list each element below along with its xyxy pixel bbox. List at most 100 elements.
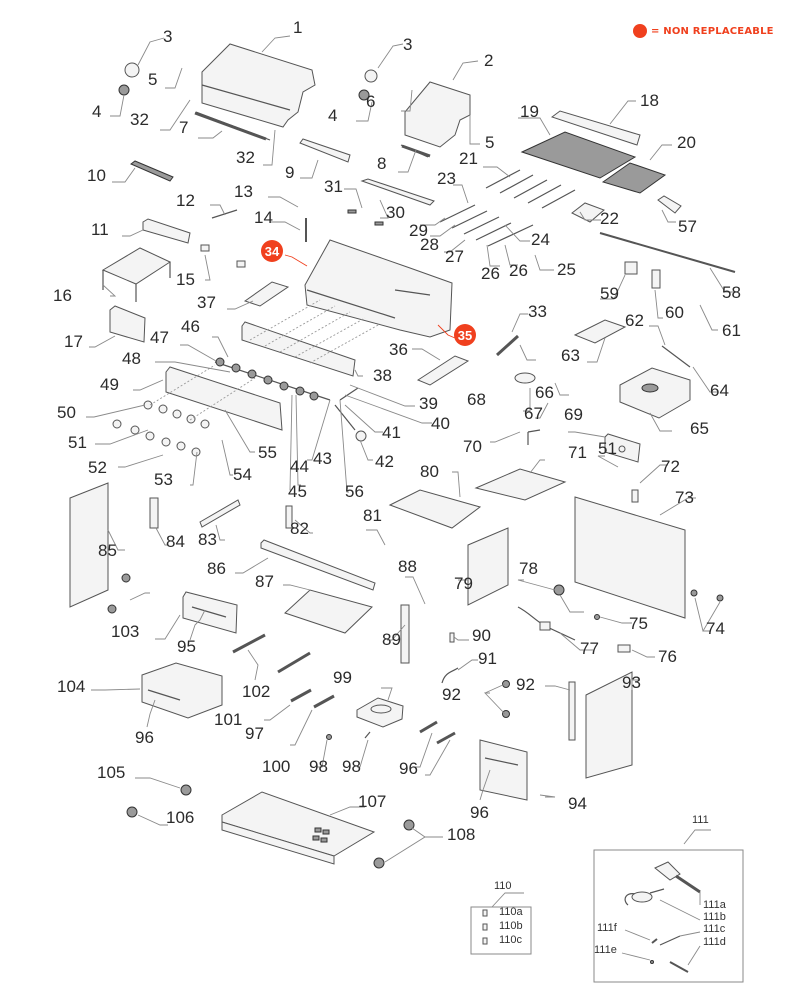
part-bracket-15[interactable] <box>200 244 246 268</box>
callout-103[interactable]: 103 <box>111 622 139 641</box>
part-rod-64[interactable] <box>661 345 691 368</box>
part-clip-31[interactable] <box>347 209 384 226</box>
part-nut-99[interactable] <box>326 734 332 740</box>
callout-72[interactable]: 72 <box>661 457 680 476</box>
callout-68[interactable]: 68 <box>467 390 486 409</box>
callout-13[interactable]: 13 <box>234 182 253 201</box>
part-fasteners-74[interactable] <box>690 589 724 602</box>
callout-38[interactable]: 38 <box>373 366 392 385</box>
part-hood-main[interactable] <box>195 43 316 141</box>
callout-57[interactable]: 57 <box>678 217 697 236</box>
part-back-panel[interactable] <box>574 496 686 619</box>
callout-92[interactable]: 92 <box>516 675 535 694</box>
callout-99[interactable]: 99 <box>333 668 352 687</box>
callout-70[interactable]: 70 <box>463 437 482 456</box>
part-frame-post-93[interactable] <box>568 681 576 741</box>
callout-51[interactable]: 51 <box>598 439 617 458</box>
callout-104[interactable]: 104 <box>57 677 85 696</box>
callout-26[interactable]: 26 <box>481 264 500 283</box>
callout-15[interactable]: 15 <box>176 270 195 289</box>
part-drawer-slides-103[interactable] <box>232 633 311 674</box>
part-slide-102[interactable] <box>290 688 312 703</box>
callout-64[interactable]: 64 <box>710 381 729 400</box>
part-side-burner[interactable] <box>619 367 691 419</box>
callout-105[interactable]: 105 <box>97 763 125 782</box>
callout-31[interactable]: 31 <box>324 177 343 196</box>
callout-8[interactable]: 8 <box>377 154 386 173</box>
part-bracket-57[interactable] <box>657 195 682 214</box>
callout-81[interactable]: 81 <box>363 506 382 525</box>
callout-18[interactable]: 18 <box>640 91 659 110</box>
callout-14[interactable]: 14 <box>254 208 273 227</box>
part-ignition-module[interactable] <box>334 387 367 442</box>
part-screw-75[interactable] <box>594 614 600 620</box>
callout-77[interactable]: 77 <box>580 639 599 658</box>
part-bracket-60[interactable] <box>651 269 661 289</box>
part-cart-side-panel-94[interactable] <box>585 671 633 779</box>
callout-89[interactable]: 89 <box>382 630 401 649</box>
part-tray-71[interactable] <box>474 468 567 501</box>
callout-19[interactable]: 19 <box>520 102 539 121</box>
callout-22[interactable]: 22 <box>600 209 619 228</box>
callout-51[interactable]: 51 <box>68 433 87 452</box>
callout-29[interactable]: 29 <box>409 221 428 240</box>
callout-36[interactable]: 36 <box>389 340 408 359</box>
callout-27[interactable]: 27 <box>445 247 464 266</box>
part-door-95[interactable] <box>479 739 528 801</box>
part-side-trim-17[interactable] <box>109 305 146 343</box>
callout-48[interactable]: 48 <box>122 349 141 368</box>
callout-87[interactable]: 87 <box>255 572 274 591</box>
part-drip-tray-36[interactable] <box>416 355 470 386</box>
part-frame-rail-86[interactable] <box>260 539 376 591</box>
callout-44[interactable]: 44 <box>290 457 309 476</box>
callout-95[interactable]: 95 <box>177 637 196 656</box>
callout-40[interactable]: 40 <box>431 414 450 433</box>
part-rotisserie-rod[interactable] <box>599 232 736 273</box>
part-tank-holder-100[interactable] <box>356 697 404 728</box>
part-drip-tray-37[interactable] <box>243 281 290 307</box>
callout-41[interactable]: 41 <box>382 423 401 442</box>
callout-11[interactable]: 11 <box>91 220 109 239</box>
callout-24[interactable]: 24 <box>531 230 550 249</box>
part-firebox[interactable] <box>304 239 453 338</box>
callout-53[interactable]: 53 <box>154 470 173 489</box>
badge-35[interactable]: 35 <box>454 324 476 346</box>
callout-5[interactable]: 5 <box>148 70 157 89</box>
callout-21[interactable]: 21 <box>459 149 478 168</box>
part-heat-shield[interactable] <box>241 321 356 377</box>
callout-66[interactable]: 66 <box>535 383 554 402</box>
callout-7[interactable]: 7 <box>179 118 188 137</box>
part-rail-83[interactable] <box>199 499 241 528</box>
callout-96[interactable]: 96 <box>470 803 489 822</box>
callout-5[interactable]: 5 <box>485 133 494 152</box>
callout-10[interactable]: 10 <box>87 166 106 185</box>
callout-92[interactable]: 92 <box>442 685 461 704</box>
part-door-104[interactable] <box>182 591 238 634</box>
part-control-knobs[interactable] <box>112 400 210 457</box>
part-heat-tents[interactable] <box>485 169 576 209</box>
callout-9[interactable]: 9 <box>285 163 294 182</box>
callout-49[interactable]: 49 <box>100 375 119 394</box>
part-cart-side-panel-85[interactable] <box>69 482 109 608</box>
callout-3[interactable]: 3 <box>163 27 172 46</box>
callout-33[interactable]: 33 <box>528 302 547 321</box>
callout-60[interactable]: 60 <box>665 303 684 322</box>
callout-96[interactable]: 96 <box>399 759 418 778</box>
callout-59[interactable]: 59 <box>600 284 619 303</box>
part-hinge-92-right[interactable] <box>502 680 510 718</box>
callout-78[interactable]: 78 <box>519 559 538 578</box>
part-base-tray-108[interactable] <box>221 791 376 865</box>
callout-42[interactable]: 42 <box>375 452 394 471</box>
part-regulator-78[interactable] <box>553 584 565 596</box>
callout-20[interactable]: 20 <box>677 133 696 152</box>
badge-34[interactable]: 34 <box>261 240 283 262</box>
callout-2[interactable]: 2 <box>484 51 493 70</box>
callout-90[interactable]: 90 <box>472 626 491 645</box>
part-warming-rack[interactable] <box>550 110 641 146</box>
callout-32[interactable]: 32 <box>236 148 255 167</box>
callout-79[interactable]: 79 <box>454 574 473 593</box>
part-trim-30[interactable] <box>360 178 435 206</box>
part-caster-107[interactable] <box>126 806 138 818</box>
part-gas-manifold[interactable] <box>214 357 331 401</box>
part-bracket-82[interactable] <box>285 505 293 529</box>
